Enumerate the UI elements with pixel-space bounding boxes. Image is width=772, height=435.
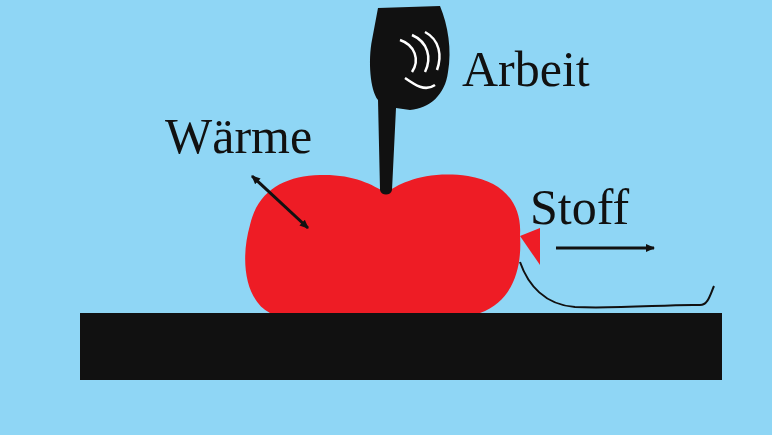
balloon-knot (520, 228, 540, 265)
matter-arrow (556, 247, 654, 250)
string (520, 262, 714, 307)
heat-arrow (252, 176, 308, 228)
heat-label: Wärme (165, 111, 312, 161)
hand (370, 6, 450, 195)
table-surface (80, 313, 722, 380)
work-label: Arbeit (462, 44, 590, 94)
balloon (245, 175, 520, 313)
matter-label: Stoff (530, 182, 629, 232)
